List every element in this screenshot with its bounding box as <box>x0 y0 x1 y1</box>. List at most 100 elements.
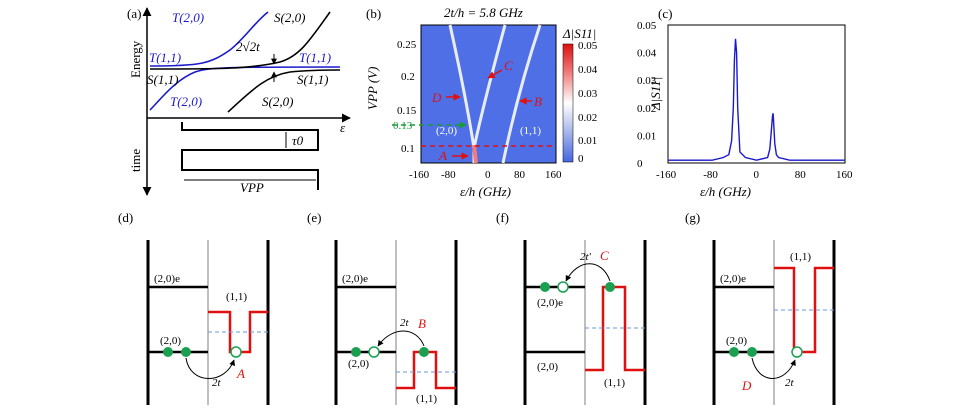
d-hop-label: 2t <box>212 377 222 389</box>
chart-c-ticks: -160 -80 0 80 160 0.05 0.04 0.03 0.02 0.01 0 <box>637 20 853 181</box>
c-xtick-1: -80 <box>703 169 718 181</box>
energy-axis-label: Energy <box>128 40 143 78</box>
b-xtick-2: 0 <box>485 169 491 181</box>
c-ytick-2: 0.03 <box>637 75 657 87</box>
c-xtick-0: -160 <box>656 169 677 181</box>
marker-a: A <box>438 148 447 163</box>
cbar-tick-0: 0.05 <box>578 40 598 52</box>
chart-c-line-series <box>668 38 845 161</box>
e-ground-label: (2,0) <box>348 358 369 370</box>
c-ytick-4: 0.01 <box>637 130 656 142</box>
panel-f: (f) (2,0)e (2,0) (1,1) 2t' C <box>496 210 647 405</box>
panel-f-label: (f) <box>496 210 509 225</box>
c-xtick-4: 160 <box>836 169 853 181</box>
f-ground-label: (2,0) <box>537 361 558 373</box>
b-ytick-0.1: 0.1 <box>401 143 415 155</box>
t20-upper-curve <box>149 11 269 67</box>
f-marker: C <box>600 248 609 263</box>
green-tick-label: 0.13 <box>393 120 413 132</box>
b-ytick-0.15: 0.15 <box>397 105 417 117</box>
t11-left-label: T(1,1) <box>149 50 181 65</box>
panel-e: (e) (2,0)e (2,0) (1,1) 2t B <box>307 210 458 405</box>
t20-bottom-label: T(2,0) <box>170 94 202 109</box>
marker-d: D <box>431 90 442 105</box>
t11-right-label: T(1,1) <box>299 50 331 65</box>
e-empty-state <box>368 346 380 358</box>
d-electron-1 <box>163 347 173 357</box>
tau-label: τ0 <box>292 133 304 148</box>
c-xtick-2: 0 <box>754 169 760 181</box>
f-excited-label: (2,0)e <box>537 297 563 309</box>
d-ground-label: (2,0) <box>160 335 181 347</box>
vpp-label: VPP <box>240 180 264 195</box>
d-electron-2 <box>181 347 191 357</box>
panel-d: (d) (2,0)e (2,0) (1,1) 2t A <box>118 210 270 405</box>
panel-d-label: (d) <box>118 210 133 225</box>
gap-label: 2√2t <box>236 39 260 54</box>
b-ytick-0.25: 0.25 <box>397 39 417 51</box>
g-empty-state <box>791 346 803 358</box>
panel-a-label: (a) <box>127 6 141 21</box>
g-right-well <box>774 266 834 354</box>
resonance-line-d <box>448 24 476 149</box>
g-ground-label: (2,0) <box>726 335 747 347</box>
f-hop-arrow <box>565 263 611 282</box>
panel-g: (g) (2,0)e (2,0) (1,1) 2t D <box>685 210 836 405</box>
s11-left-label: S(1,1) <box>147 72 178 87</box>
f-electron-2 <box>605 282 615 292</box>
time-axis-label: time <box>128 149 143 172</box>
cbar-tick-4: 0.01 <box>578 135 597 147</box>
b-xtick-0: -160 <box>409 169 430 181</box>
f-right-label: (1,1) <box>604 377 625 389</box>
c-xtick-3: 80 <box>795 169 807 181</box>
d-marker: A <box>236 366 245 381</box>
e-right-label: (1,1) <box>416 393 437 405</box>
resonance-line-a <box>472 144 478 164</box>
panel-c-label: (c) <box>658 6 672 21</box>
cbar-tick-3: 0.02 <box>578 112 597 124</box>
e-hop-label: 2t <box>400 317 410 329</box>
s20-top-label: S(2,0) <box>274 10 305 25</box>
resonance-line-b <box>501 24 542 164</box>
marker-b: B <box>534 94 542 109</box>
chart-c-frame <box>667 24 846 164</box>
panel-b-ylabel: VPP (V) <box>365 67 380 110</box>
b-xtick-1: -80 <box>441 169 456 181</box>
marker-c: C <box>504 58 513 73</box>
b-xtick-4: 160 <box>545 169 562 181</box>
s11-right-label: S(1,1) <box>297 72 328 87</box>
e-electron-2 <box>419 347 429 357</box>
g-excited-label: (2,0)e <box>720 273 746 285</box>
s11-curve <box>227 69 341 113</box>
e-electron-1 <box>351 347 361 357</box>
panel-g-label: (g) <box>685 210 700 225</box>
e-hop-arrow <box>377 330 425 347</box>
cbar-tick-5: 0 <box>578 153 584 165</box>
b-ytick-0.2: 0.2 <box>401 71 415 83</box>
g-electron-2 <box>747 347 757 357</box>
c-ytick-3: 0.02 <box>637 103 656 115</box>
pulse-waveform <box>181 122 319 190</box>
panel-b-xlabel: ε/h (GHz) <box>460 184 511 199</box>
g-marker: D <box>741 378 752 393</box>
colorbar <box>562 43 574 163</box>
epsilon-axis-label: ε <box>340 120 346 135</box>
colorbar-label: Δ|S11| <box>562 26 596 41</box>
f-electron-1 <box>540 282 550 292</box>
marker-c-arrow <box>487 69 503 79</box>
panel-e-label: (e) <box>307 210 321 225</box>
t11-curve <box>149 66 341 111</box>
c-ytick-0: 0.05 <box>637 20 657 32</box>
c-ytick-1: 0.04 <box>637 48 657 60</box>
t20-top-label: T(2,0) <box>172 10 204 25</box>
e-right-well <box>396 350 456 390</box>
cbar-tick-1: 0.04 <box>578 64 598 76</box>
g-hop-arrow <box>751 357 796 379</box>
panel-a: (a) Energy ε T(2,0) S(2,0) T(1,1) S(1,1)… <box>127 6 351 196</box>
chart-c-series <box>668 38 845 161</box>
c-ytick-5: 0 <box>637 158 643 170</box>
g-hop-label: 2t <box>785 377 795 389</box>
panel-b-title: 2t/h = 5.8 GHz <box>444 5 523 20</box>
